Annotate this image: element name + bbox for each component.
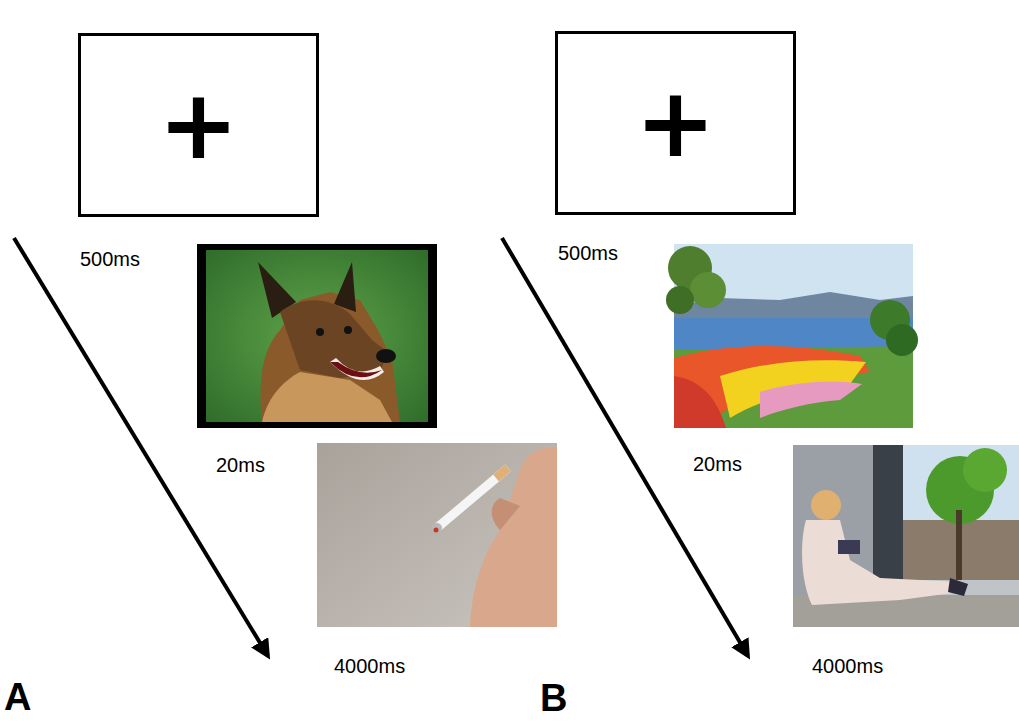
cigarette-photo [317,443,557,627]
duration-label: 500ms [558,242,618,265]
duration-label: 4000ms [334,655,405,678]
landscape-photo [666,244,918,428]
panel-letter: B [540,677,567,721]
duration-label: 4000ms [812,655,883,678]
fixation-box: + [555,31,796,215]
panel-letter: A [4,676,31,720]
fixation-cross: + [635,75,715,171]
woman-photo [793,445,1019,627]
duration-label: 20ms [693,453,742,476]
fixation-box: + [78,33,319,217]
dog-photo [197,244,437,428]
fixation-cross: + [158,77,238,173]
duration-label: 500ms [80,248,140,271]
duration-label: 20ms [216,454,265,477]
